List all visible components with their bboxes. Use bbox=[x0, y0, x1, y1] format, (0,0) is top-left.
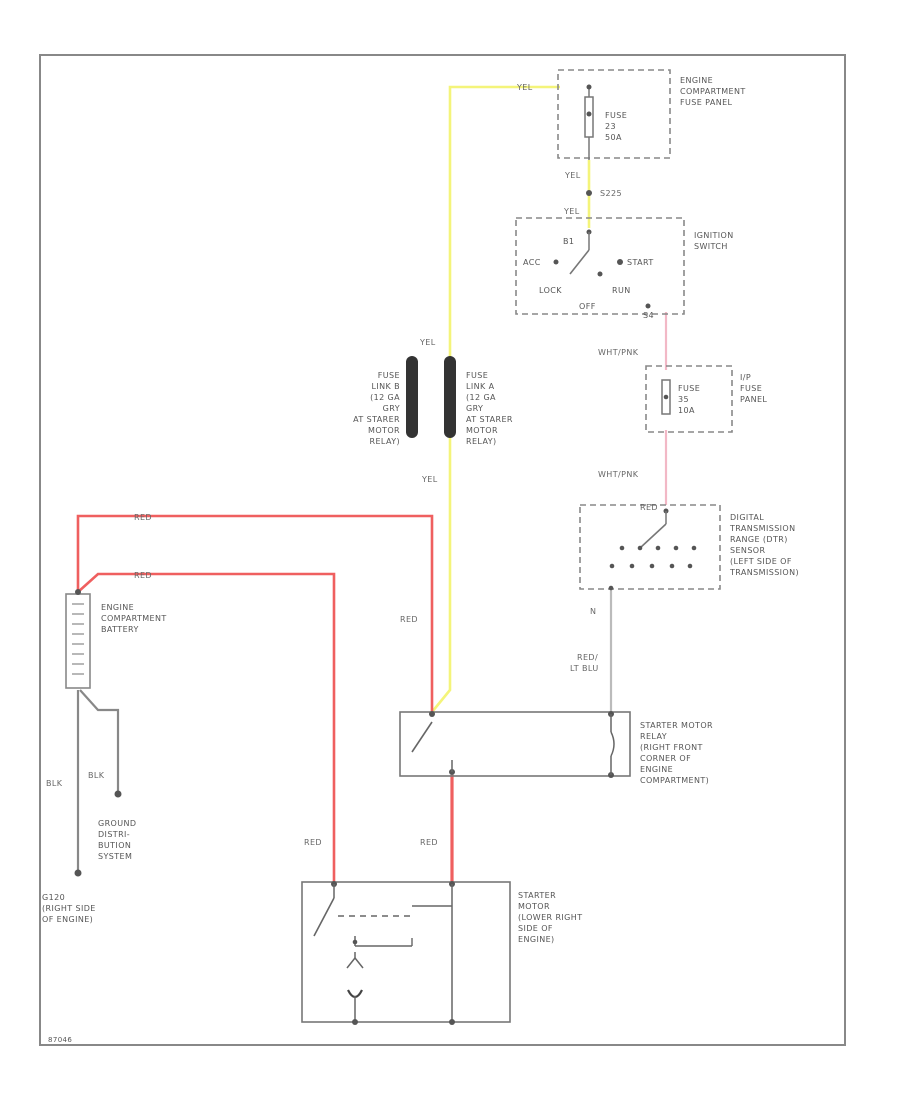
fuse-link-a-symbol bbox=[444, 356, 456, 438]
diagram-frame bbox=[39, 54, 846, 1046]
splice-s225-dot bbox=[586, 190, 592, 196]
wire-label-red-top-1: RED bbox=[134, 513, 152, 522]
wire-red-battery-to-relay bbox=[76, 514, 434, 712]
ignition-off-label: OFF bbox=[579, 302, 596, 311]
wire-label-red-relay-out: RED bbox=[420, 838, 438, 847]
wire-label-wht-pnk-1: WHT/PNK bbox=[598, 348, 639, 357]
wire-label-blk-2: BLK bbox=[88, 771, 105, 780]
wire-label-red-left: RED bbox=[304, 838, 322, 847]
dtr-red-label: RED bbox=[640, 503, 658, 512]
fuse-35-symbol bbox=[661, 379, 671, 415]
wire-black-ground-distribution bbox=[79, 689, 120, 793]
ignition-acc-label: ACC bbox=[523, 258, 541, 267]
ignition-lock-label: LOCK bbox=[539, 286, 562, 295]
wire-label-red-lt-blu: RED/LT BLU bbox=[570, 653, 599, 673]
wire-label-blk-1: BLK bbox=[46, 779, 63, 788]
ignition-switch-box bbox=[515, 217, 685, 315]
ignition-s4-label: S4 bbox=[643, 311, 654, 320]
engine-fuse-panel-box bbox=[557, 69, 671, 159]
starter-relay-box bbox=[399, 711, 631, 777]
dtr-sensor-switch-symbol bbox=[608, 508, 697, 591]
starter-relay-switch-symbol bbox=[411, 711, 615, 778]
ip-fuse-panel-box bbox=[645, 365, 733, 433]
starter-motor-internal-symbol bbox=[313, 881, 455, 1025]
wire-label-yel-2: YEL bbox=[564, 171, 581, 180]
wire-label-wht-pnk-2: WHT/PNK bbox=[598, 470, 639, 479]
diagram-code: 87046 bbox=[48, 1036, 72, 1044]
wire-label-yel-3: YEL bbox=[563, 207, 580, 216]
wire-label-yel-top: YEL bbox=[516, 83, 533, 92]
ignition-switch-symbol bbox=[553, 229, 651, 309]
ignition-start-label: START bbox=[627, 258, 654, 267]
dtr-sensor-box bbox=[579, 504, 721, 590]
ground-distribution-dot bbox=[114, 790, 122, 798]
ground-g120-dot bbox=[74, 869, 82, 877]
fuse-link-b-symbol bbox=[406, 356, 418, 438]
wire-red-battery-to-starter bbox=[77, 572, 336, 884]
wire-label-yel-fuselink-top: YEL bbox=[419, 338, 436, 347]
starter-motor-box bbox=[301, 881, 511, 1023]
battery-symbol bbox=[65, 589, 91, 689]
ignition-run-label: RUN bbox=[612, 286, 631, 295]
dtr-n-label: N bbox=[590, 607, 596, 616]
wire-label-red-top-2: RED bbox=[134, 571, 152, 580]
wire-label-red-mid: RED bbox=[400, 615, 418, 624]
wire-label-yel-fuselink-bottom: YEL bbox=[421, 475, 438, 484]
splice-s225-label: S225 bbox=[600, 189, 622, 198]
fuse-23-symbol bbox=[584, 84, 594, 160]
ignition-b1-label: B1 bbox=[563, 237, 574, 246]
